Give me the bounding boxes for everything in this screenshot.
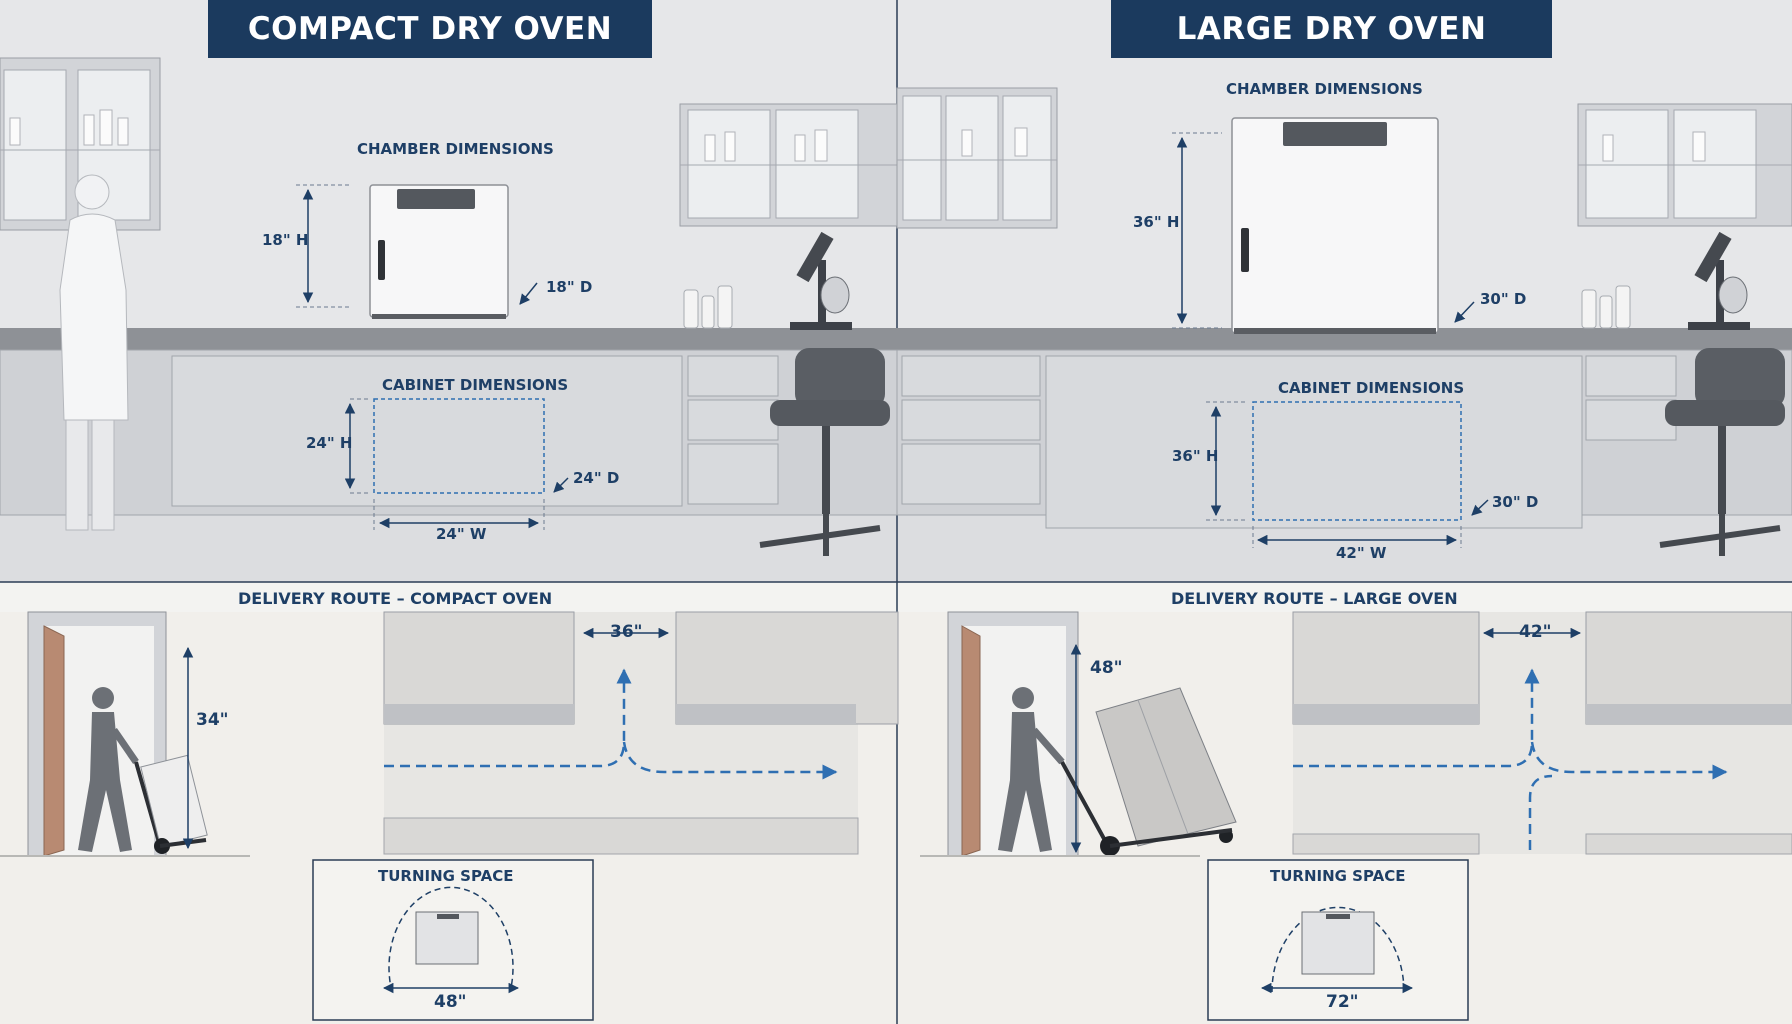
lab-chair-icon — [1659, 348, 1785, 556]
compact-hall-width-label: 36" — [610, 622, 643, 642]
compact-cabinet-height-label: 24" H — [306, 434, 353, 452]
compact-cabinet-space — [344, 398, 569, 530]
compact-delivery-heading: DELIVERY ROUTE – COMPACT OVEN — [238, 589, 553, 608]
compact-oven-unit — [369, 184, 509, 319]
compact-title: COMPACT DRY OVEN — [247, 11, 613, 47]
large-countertop — [896, 328, 1792, 529]
large-hand-truck — [1060, 687, 1237, 856]
large-chamber-height-label: 36" H — [1133, 213, 1180, 231]
large-cabinet-height-label: 36" H — [1172, 447, 1219, 465]
compact-turning-space — [312, 859, 594, 1021]
compact-chamber-height-label: 18" H — [262, 231, 309, 249]
lab-chair-icon — [759, 348, 890, 556]
large-cabinet-depth-label: 30" D — [1492, 493, 1539, 511]
large-chamber-heading: CHAMBER DIMENSIONS — [1226, 80, 1423, 98]
large-turning-heading: TURNING SPACE — [1270, 867, 1406, 885]
compact-title-banner: COMPACT DRY OVEN — [208, 0, 652, 58]
large-cabinet-space — [1206, 401, 1489, 548]
delivery-header-strip — [0, 582, 1792, 612]
compact-turning-heading: TURNING SPACE — [378, 867, 514, 885]
compact-wall-cabinet-right — [679, 103, 898, 227]
compact-countertop — [0, 328, 898, 516]
large-door-height-label: 48" — [1090, 658, 1123, 678]
large-title: LARGE DRY OVEN — [1176, 11, 1487, 47]
compact-turning-diameter-label: 48" — [434, 992, 467, 1012]
delivery-worker-figure — [78, 687, 139, 852]
compact-cabinet-width-label: 24" W — [436, 525, 487, 543]
large-delivery-heading: DELIVERY ROUTE – LARGE OVEN — [1171, 589, 1458, 608]
large-corridor — [1292, 611, 1792, 855]
large-hall-width-label: 42" — [1519, 622, 1552, 642]
compact-bottles — [683, 285, 733, 329]
compact-chamber-depth-label: 18" D — [546, 278, 593, 296]
compact-cabinet-heading: CABINET DIMENSIONS — [382, 376, 569, 394]
large-title-banner: LARGE DRY OVEN — [1111, 0, 1552, 58]
large-chamber-depth-label: 30" D — [1480, 290, 1527, 308]
large-cabinet-heading: CABINET DIMENSIONS — [1278, 379, 1465, 397]
large-turning-space — [1207, 859, 1469, 1021]
scientist-figure — [59, 174, 129, 531]
microscope-icon — [790, 231, 852, 330]
large-wall-cabinet-left — [896, 87, 1058, 229]
microscope-icon — [1688, 231, 1750, 330]
compact-door-height-label: 34" — [196, 710, 229, 730]
compact-cabinet-depth-label: 24" D — [573, 469, 620, 487]
large-chamber-depth-arrow — [1454, 301, 1475, 323]
large-chamber-height-dimension — [1172, 132, 1222, 329]
large-wall-cabinet-right — [1577, 103, 1792, 227]
compact-chamber-height-dimension — [296, 184, 350, 308]
large-cabinet-width-label: 42" W — [1336, 544, 1387, 562]
delivery-worker-figure — [998, 687, 1065, 852]
large-oven-unit — [1231, 117, 1439, 334]
large-bottles — [1581, 285, 1631, 329]
large-turning-diameter-label: 72" — [1326, 992, 1359, 1012]
compact-corridor — [383, 611, 899, 855]
compact-chamber-heading: CHAMBER DIMENSIONS — [357, 140, 554, 158]
compact-chamber-depth-arrow — [519, 282, 538, 305]
